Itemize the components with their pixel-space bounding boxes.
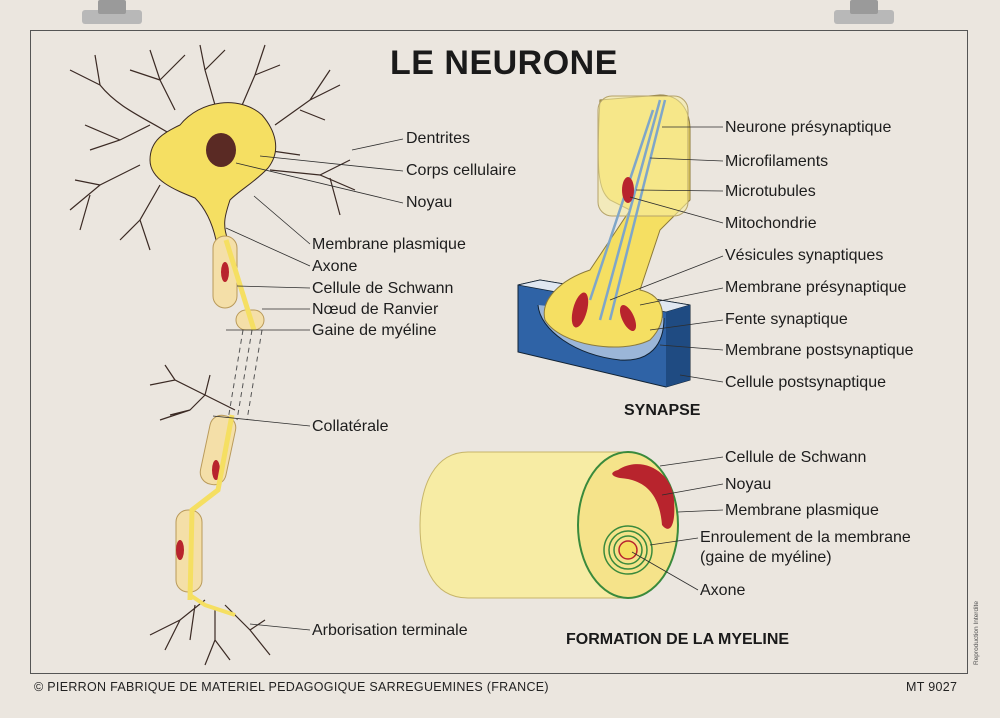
synapse-caption: SYNAPSE [624, 402, 701, 419]
synapse-label: Vésicules synaptiques [725, 247, 884, 264]
myelin-leader-lines [631, 456, 724, 591]
myelin-label-membrane: Membrane plasmique [725, 502, 879, 519]
synapse-label: Neurone présynaptique [725, 119, 892, 136]
synapse-leader-lines [609, 126, 724, 383]
synapse-label: Microfilaments [725, 153, 829, 170]
myelin-label-gaine: (gaine de myéline) [700, 549, 832, 566]
myelin-label-enroulement: Enroulement de la membrane [700, 529, 911, 546]
neuron-leader-lines [212, 138, 404, 631]
myelin-label-noyau: Noyau [725, 476, 772, 493]
page-title: LE NEURONE [390, 44, 618, 82]
myelin-caption: FORMATION DE LA MYELINE [566, 631, 790, 648]
synapse-drawing [517, 94, 691, 388]
dendrites [69, 44, 356, 666]
myelin-drawing [419, 451, 679, 599]
axon-segments [175, 235, 265, 617]
label-arborisation: Arborisation terminale [312, 622, 468, 639]
label-cellule-schwann: Cellule de Schwann [312, 280, 454, 297]
reproduction-note: Reproduction Interdite [973, 601, 980, 665]
synapse-label: Mitochondrie [725, 215, 817, 232]
publisher-credit: © PIERRON FABRIQUE DE MATERIEL PEDAGOGIQ… [34, 680, 549, 694]
label-corps-cellulaire: Corps cellulaire [406, 162, 517, 179]
label-noyau: Noyau [406, 194, 453, 211]
label-membrane-plasmique: Membrane plasmique [312, 236, 466, 253]
label-collaterale: Collatérale [312, 418, 389, 435]
label-noeud-ranvier: Nœud de Ranvier [312, 301, 439, 318]
reference-code: MT 9027 [906, 680, 958, 694]
synapse-label: Microtubules [725, 183, 816, 200]
cell-body [149, 102, 277, 241]
myelin-label-axone: Axone [700, 582, 746, 599]
label-dentrites: Dentrites [406, 130, 471, 147]
synapse-label: Fente synaptique [725, 311, 848, 328]
binder-clip-left [78, 0, 146, 26]
label-axone: Axone [312, 258, 358, 275]
label-gaine-myeline: Gaine de myéline [312, 322, 437, 339]
binder-clip-right [830, 0, 898, 26]
myelin-label-schwann: Cellule de Schwann [725, 449, 867, 466]
synapse-label: Cellule postsynaptique [725, 374, 886, 391]
synapse-label: Membrane postsynaptique [725, 342, 914, 359]
synapse-label: Membrane présynaptique [725, 279, 907, 296]
poster-frame [30, 30, 968, 674]
